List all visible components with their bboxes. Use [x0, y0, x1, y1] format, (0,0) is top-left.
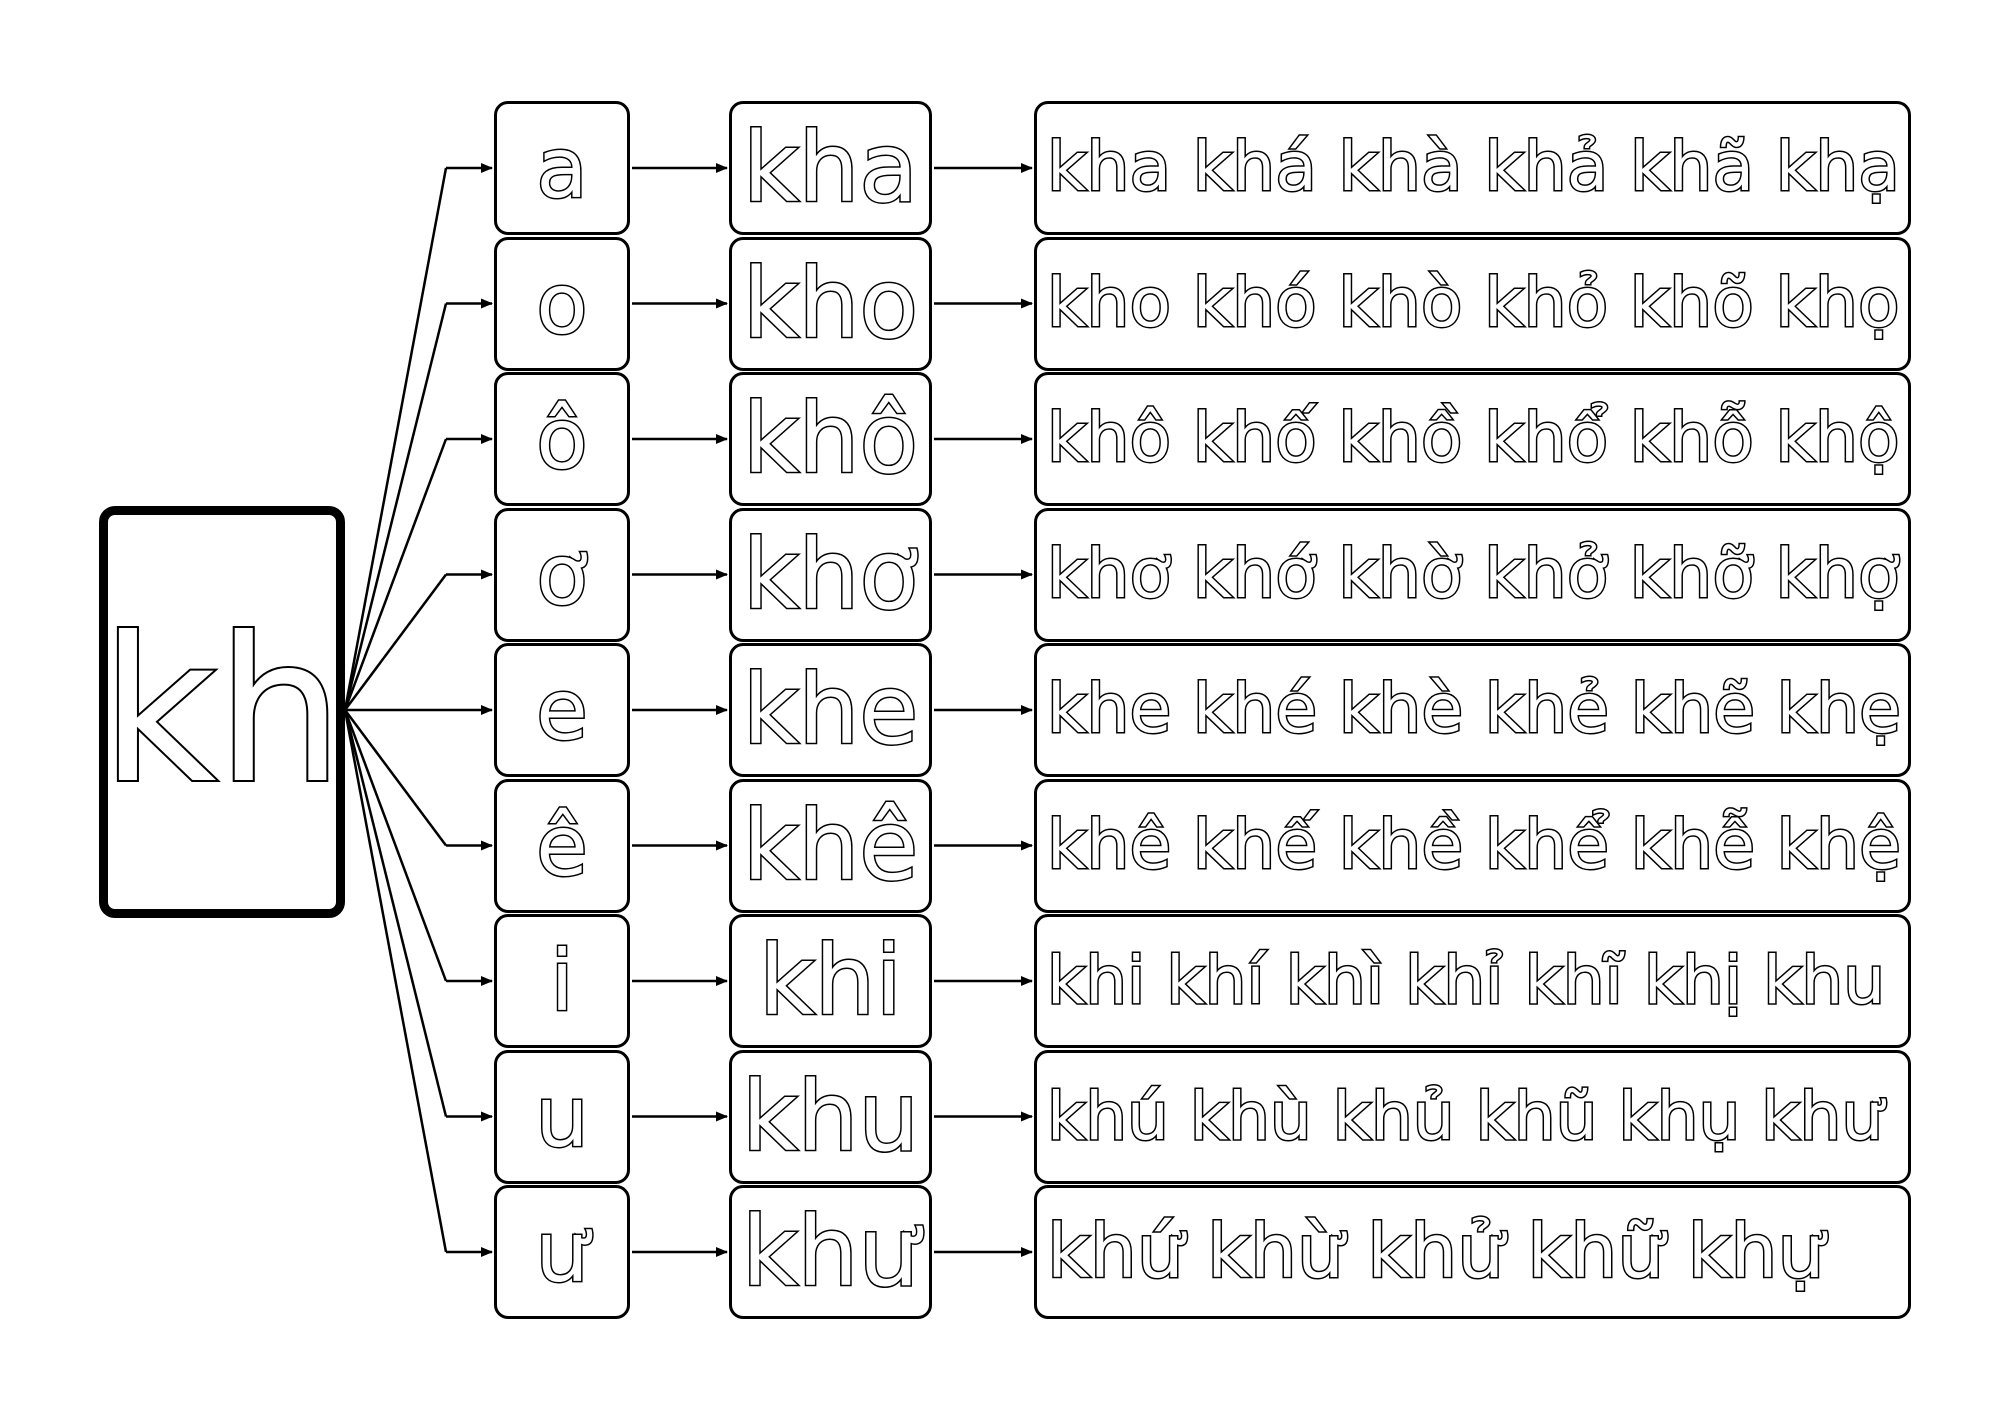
- syllable-label: kha: [741, 112, 919, 224]
- tone-row-box: khi khí khì khỉ khĩ khị khu: [1034, 914, 1911, 1048]
- fan-connector: [343, 709, 448, 982]
- tone-row-label: khe khé khè khẻ khẽ khẹ: [1046, 670, 1903, 749]
- syllable-label: khu: [740, 1060, 920, 1173]
- tone-row-box: khô khố khồ khổ khỗ khộ: [1034, 372, 1911, 506]
- vowel-box: ơ: [494, 507, 630, 642]
- fan-connector: [343, 167, 448, 711]
- syllable-label: khơ: [741, 518, 919, 631]
- tone-row-box: khê khế khề khể khễ khệ: [1034, 778, 1911, 913]
- syllable-label: khe: [741, 654, 919, 766]
- vowel-box: o: [494, 236, 630, 371]
- tone-row-label: kha khá khà khả khã khạ: [1046, 128, 1902, 207]
- syllable-box: khư: [729, 1185, 932, 1319]
- fan-connector: [343, 709, 448, 1117]
- syllable-box: khê: [729, 778, 932, 913]
- syllable-label: kho: [741, 247, 919, 360]
- tone-row-label: kho khó khò khỏ khõ khọ: [1046, 263, 1902, 343]
- tone-row-label: khi khí khì khỉ khĩ khị khu: [1045, 942, 1886, 1019]
- syllable-box: kho: [729, 236, 932, 371]
- fan-connector: [343, 709, 448, 847]
- syllable-box: khu: [729, 1049, 932, 1184]
- vowel-box: i: [494, 914, 630, 1048]
- vowel-label: ê: [535, 796, 590, 895]
- tone-row-box: khơ khớ khờ khở khỡ khợ: [1034, 507, 1911, 642]
- tone-row-label: khô khố khồ khổ khỗ khộ: [1046, 399, 1902, 478]
- vowel-label: i: [549, 932, 575, 1030]
- syllable-label: khư: [740, 1196, 920, 1308]
- tone-row-label: khứ khừ khử khữ khự: [1045, 1209, 1825, 1295]
- fan-connector: [343, 438, 448, 711]
- syllable-label: khê: [741, 789, 919, 902]
- fan-connector: [343, 709, 448, 1253]
- consonant-label: kh: [100, 595, 344, 828]
- vowel-box: ư: [494, 1185, 630, 1319]
- tone-row-label: khơ khớ khờ khở khỡ khợ: [1046, 534, 1902, 614]
- syllable-label: khô: [741, 383, 919, 495]
- syllable-box: khe: [729, 643, 932, 777]
- syllable-box: khô: [729, 372, 932, 506]
- fan-connector: [343, 303, 448, 711]
- fan-connector: [343, 573, 448, 711]
- vowel-label: o: [535, 254, 589, 353]
- tone-row-label: khú khù khủ khũ khụ khư: [1045, 1077, 1884, 1155]
- tone-row-box: kha khá khà khả khã khạ: [1034, 101, 1911, 235]
- syllable-box: khơ: [729, 507, 932, 642]
- tone-row-box: khứ khừ khử khữ khự: [1034, 1185, 1911, 1319]
- tone-row-box: khe khé khè khẻ khẽ khẹ: [1034, 643, 1911, 777]
- vowel-label: ơ: [535, 525, 589, 624]
- vowel-box: u: [494, 1049, 630, 1184]
- vowel-label: e: [535, 661, 590, 759]
- vowel-box: a: [494, 101, 630, 235]
- tone-row-box: khú khù khủ khũ khụ khư: [1034, 1049, 1911, 1184]
- vowel-box: ê: [494, 778, 630, 913]
- vowel-label: u: [534, 1067, 590, 1166]
- tone-row-label: khê khế khề khể khễ khệ: [1046, 805, 1903, 885]
- consonant-box: kh: [99, 506, 345, 918]
- syllable-label: khi: [757, 925, 903, 1037]
- tone-row-box: kho khó khò khỏ khõ khọ: [1034, 236, 1911, 371]
- vowel-label: ư: [534, 1203, 590, 1301]
- vowel-label: a: [535, 119, 590, 217]
- syllable-box: khi: [729, 914, 932, 1048]
- vowel-box: ô: [494, 372, 630, 506]
- syllable-box: kha: [729, 101, 932, 235]
- vowel-box: e: [494, 643, 630, 777]
- vowel-label: ô: [535, 390, 589, 488]
